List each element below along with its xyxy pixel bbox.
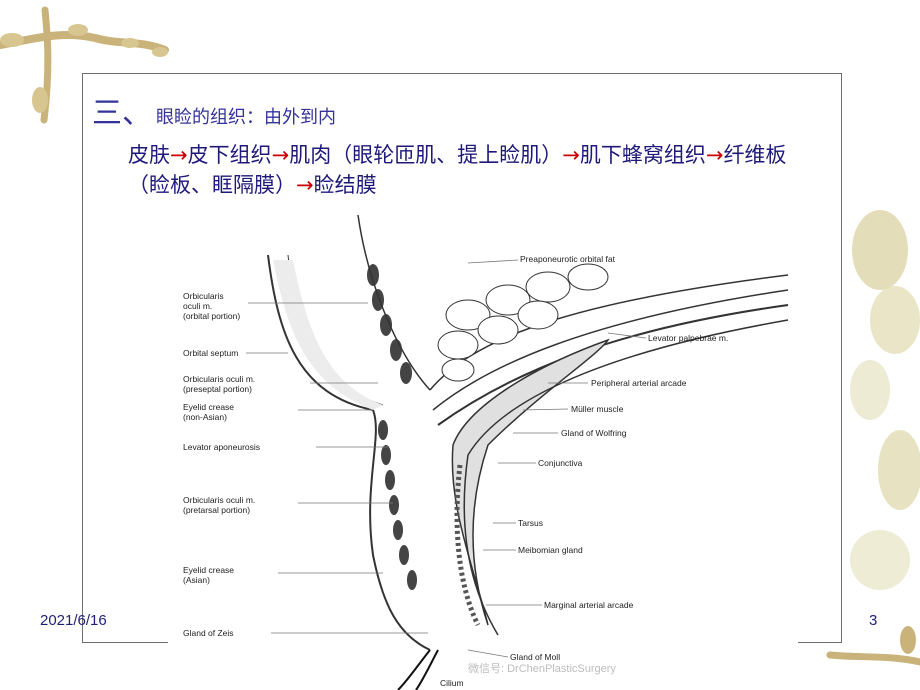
label-meibomian: Meibomian gland: [518, 545, 583, 555]
sequence-arrow: →: [170, 143, 188, 167]
label-crease-non-asian-2: (non-Asian): [183, 412, 227, 422]
label-crease-asian-2: (Asian): [183, 575, 210, 585]
label-preseptal-1: Orbicularis oculi m.: [183, 374, 255, 384]
label-pretarsal-2: (pretarsal portion): [183, 505, 250, 515]
label-preaponeurotic-fat: Preaponeurotic orbital fat: [520, 254, 616, 264]
leaf-decoration-right: [826, 210, 920, 666]
vine-decoration-top-left: [0, 6, 169, 124]
sequence-arrow: →: [271, 143, 290, 167]
sequence-term: 睑结膜: [313, 173, 377, 197]
slide-date: 2021/6/16: [40, 612, 107, 629]
heading-text: 眼睑的组织：由外到内: [156, 107, 336, 128]
sequence-arrow: →: [705, 143, 724, 167]
sequence-term: 纤维板（睑板、眶隔膜）: [128, 143, 787, 197]
eyelid-cross-section-diagram: Orbicularis oculi m. (orbital portion) O…: [183, 214, 789, 690]
watermark-text: 微信号: DrChenPlasticSurgery: [468, 661, 616, 675]
slide-page-number: 3: [869, 612, 878, 629]
label-conjunctiva: Conjunctiva: [538, 458, 583, 468]
label-orbital-septum: Orbital septum: [183, 348, 238, 358]
label-peripheral-arcade: Peripheral arterial arcade: [591, 378, 687, 388]
heading-number: 三、: [92, 96, 152, 131]
label-levator-aponeurosis: Levator aponeurosis: [183, 442, 260, 452]
sequence-term: 肌肉（眼轮匝肌、提上睑肌）: [289, 143, 563, 167]
tissue-layer-sequence: 皮肤→皮下组织→肌肉（眼轮匝肌、提上睑肌）→肌下蜂窝组织→纤维板（睑板、眶隔膜）…: [128, 140, 828, 200]
slide-heading: 三、眼睑的组织：由外到内: [92, 88, 336, 132]
sequence-term: 肌下蜂窝组织: [579, 143, 706, 167]
label-pretarsal-1: Orbicularis oculi m.: [183, 495, 255, 505]
eyelid-anatomy-figure: Orbicularis oculi m. (orbital portion) O…: [168, 205, 798, 690]
sequence-arrow: →: [562, 143, 580, 167]
label-orbicularis-orbital-1: Orbicularis: [183, 291, 224, 301]
label-gland-moll: Gland of Moll: [510, 652, 560, 662]
label-cilium: Cilium: [440, 678, 464, 688]
label-preseptal-2: (preseptal portion): [183, 384, 252, 394]
label-marginal-arcade: Marginal arterial arcade: [544, 600, 634, 610]
label-orbicularis-orbital-3: (orbital portion): [183, 311, 240, 321]
sequence-arrow: →: [296, 173, 314, 197]
label-orbicularis-orbital-2: oculi m.: [183, 301, 212, 311]
label-muller: Müller muscle: [571, 404, 624, 414]
label-tarsus: Tarsus: [518, 518, 543, 528]
label-gland-zeis: Gland of Zeis: [183, 628, 234, 638]
sequence-term: 皮肤: [128, 143, 170, 167]
label-wolfring: Gland of Wolfring: [561, 428, 627, 438]
sequence-term: 皮下组织: [187, 143, 272, 167]
label-levator-palpebrae: Levator palpebrae m.: [648, 333, 728, 343]
label-crease-non-asian-1: Eyelid crease: [183, 402, 234, 412]
label-crease-asian-1: Eyelid crease: [183, 565, 234, 575]
